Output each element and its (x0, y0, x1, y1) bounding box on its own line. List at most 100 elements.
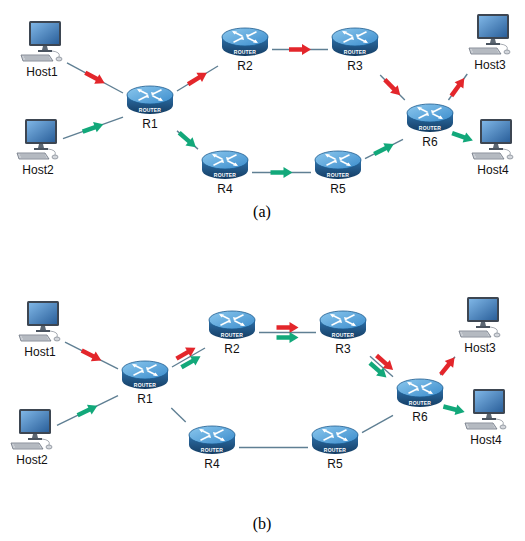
flow-arrow (82, 351, 102, 362)
flow-arrow (451, 78, 464, 96)
flow-arrow (377, 355, 393, 370)
device-label: R6 (412, 410, 427, 424)
flow-arrow (374, 143, 394, 154)
router-icon: ROUTER (395, 377, 445, 409)
router-node: ROUTER R5 (313, 149, 363, 196)
device-brand: ROUTER (310, 448, 360, 453)
router-icon: ROUTER (313, 149, 363, 181)
network-link (380, 75, 405, 100)
device-label: R6 (422, 135, 437, 149)
router-node: ROUTER R3 (330, 26, 380, 73)
device-label: Host4 (477, 163, 508, 177)
device-label: Host2 (16, 453, 47, 467)
computer-icon (457, 296, 503, 340)
device-label: R5 (330, 182, 345, 196)
network-link (177, 131, 198, 149)
device-brand: ROUTER (125, 108, 175, 113)
device-brand: ROUTER (200, 173, 250, 178)
router-node: ROUTER R4 (200, 149, 250, 196)
computer-icon (15, 118, 61, 162)
router-node: ROUTER R4 (187, 424, 237, 471)
flow-arrow (441, 357, 455, 374)
device-brand: ROUTER (220, 50, 270, 55)
flow-arrow (85, 73, 104, 84)
network-link (239, 447, 308, 448)
router-icon: ROUTER (310, 424, 360, 456)
router-icon: ROUTER (125, 84, 175, 116)
router-icon: ROUTER (187, 424, 237, 456)
panel-label: (a) (253, 203, 271, 221)
network-link (171, 408, 185, 422)
network-link (63, 117, 123, 138)
host-node: Host3 (467, 13, 513, 72)
router-node: ROUTERR2 (220, 26, 270, 73)
device-label: Host1 (24, 345, 55, 359)
device-label: R5 (327, 457, 342, 471)
device-label: R4 (204, 457, 219, 471)
device-label: R2 (224, 342, 239, 356)
network-link (272, 49, 328, 50)
device-brand: ROUTER (318, 333, 368, 338)
device-label: R4 (217, 182, 232, 196)
network-link (259, 332, 316, 333)
host-node: Host1 (17, 300, 63, 359)
router-icon: ROUTER (200, 149, 250, 181)
network-link (370, 356, 393, 376)
network-link (448, 74, 467, 100)
network-link (57, 396, 118, 426)
device-brand: ROUTER (120, 383, 170, 388)
network-link (362, 415, 393, 432)
computer-icon (470, 118, 516, 162)
flow-arrow (277, 332, 299, 343)
router-icon: ROUTER (120, 359, 170, 391)
flow-arrow (78, 405, 98, 416)
router-node: ROUTER R6 (395, 377, 445, 424)
flow-arrow (188, 73, 207, 84)
host-node: Host2 (9, 408, 55, 467)
device-brand: ROUTER (395, 401, 445, 406)
host-node: Host3 (457, 296, 503, 355)
device-label: Host3 (464, 341, 495, 355)
device-brand: ROUTER (187, 448, 237, 453)
computer-icon (467, 13, 513, 57)
flow-arrow (271, 167, 293, 178)
router-icon: ROUTER (207, 309, 257, 341)
network-link (177, 66, 218, 91)
computer-icon (463, 388, 509, 432)
flow-arrow (452, 132, 473, 142)
router-node: ROUTER R1 (120, 359, 170, 406)
device-brand: ROUTER (313, 173, 363, 178)
device-brand: ROUTER (405, 126, 455, 131)
device-label: R3 (335, 342, 350, 356)
router-icon: ROUTER (220, 26, 270, 58)
device-label: R1 (137, 392, 152, 406)
network-link (440, 357, 455, 375)
router-node: ROUTER R1 (125, 84, 175, 131)
device-label: Host4 (470, 433, 501, 447)
flow-arrow (83, 122, 104, 132)
network-link (365, 139, 403, 158)
flow-arrow (385, 80, 400, 96)
device-brand: ROUTER (330, 50, 380, 55)
device-label: Host1 (26, 65, 57, 79)
computer-icon (19, 20, 65, 64)
flow-arrow (443, 405, 464, 415)
router-node: ROUTER R6 (405, 102, 455, 149)
router-node: ROUTER R3 (318, 309, 368, 356)
router-icon: ROUTER (318, 309, 368, 341)
device-label: R3 (347, 59, 362, 73)
network-link (252, 172, 311, 173)
flow-arrow (370, 363, 386, 378)
device-brand: ROUTER (207, 333, 257, 338)
device-label: Host2 (22, 163, 53, 177)
computer-icon (9, 408, 55, 452)
host-node: Host2 (15, 118, 61, 177)
device-label: R1 (142, 117, 157, 131)
network-link (65, 342, 118, 369)
router-icon: ROUTER (405, 102, 455, 134)
panel-label: (b) (253, 515, 272, 533)
flow-arrow (181, 356, 200, 367)
host-node: Host4 (470, 118, 516, 177)
computer-icon (17, 300, 63, 344)
